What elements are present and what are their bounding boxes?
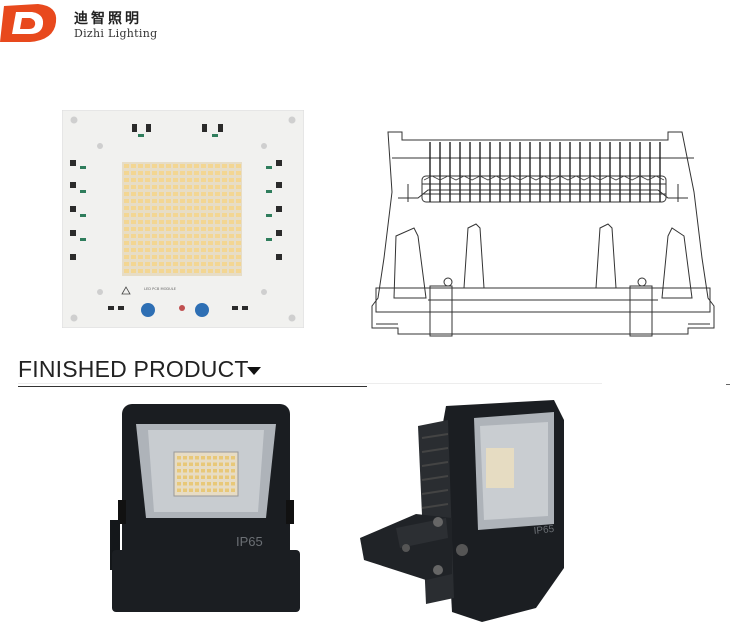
section-title: FINISHED PRODUCT	[18, 356, 249, 382]
svg-text:LED PCB MODULE: LED PCB MODULE	[144, 287, 177, 291]
heatsink-technical-drawing	[371, 131, 715, 337]
caret-down-icon	[247, 367, 261, 375]
ip-rating-label-angled: IP65	[533, 524, 555, 537]
divider	[18, 386, 367, 387]
led-pcb-board-image: LED PCB MODULE	[62, 110, 304, 328]
brand-logo-icon: D	[0, 4, 57, 42]
divider-light	[18, 383, 602, 384]
divider-mark	[726, 384, 730, 385]
brand-name-cn: 迪智照明	[74, 11, 142, 27]
floodlight-angled-view-image: IP65	[360, 400, 564, 622]
floodlight-front-view-image: IP65	[110, 404, 300, 612]
ip-rating-label-front: IP65	[236, 534, 263, 549]
brand-name-en: Dizhi Lighting	[74, 27, 158, 40]
